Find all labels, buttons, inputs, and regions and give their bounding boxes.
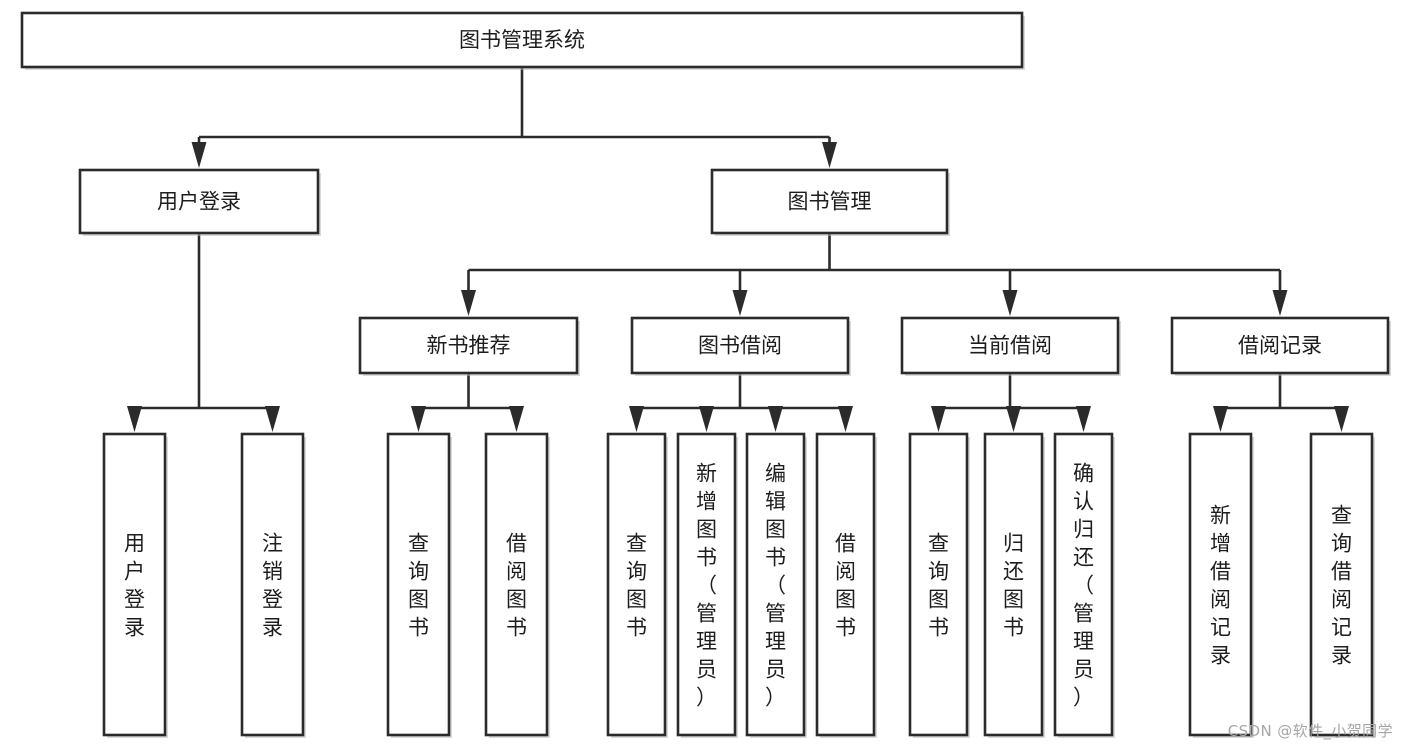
arrow-head-icon — [1272, 290, 1288, 316]
node-leaf-current-query-book[interactable]: 查询图书 — [908, 432, 970, 738]
node-label: 确认归还（管理员） — [1073, 462, 1094, 710]
node-current-borrow[interactable]: 当前借阅 — [900, 316, 1121, 376]
node-rect[interactable] — [358, 316, 579, 375]
node-book-manage[interactable]: 图书管理 — [710, 168, 950, 236]
connector-group-user-login — [127, 233, 280, 432]
arrow-head-icon — [411, 406, 426, 432]
node-label: 归还图书 — [1003, 532, 1024, 640]
arrow-head-icon — [838, 406, 853, 432]
node-label: 查询图书 — [928, 532, 949, 640]
node-rect[interactable] — [710, 168, 949, 235]
node-leaf-user-login[interactable]: 用户登录 — [102, 432, 168, 738]
node-rect[interactable] — [1309, 432, 1374, 737]
node-root[interactable]: 图书管理系统 — [20, 11, 1025, 70]
node-label: 图书借阅 — [698, 334, 782, 358]
arrow-head-icon — [1076, 406, 1091, 432]
node-label: 用户登录 — [157, 190, 241, 214]
node-rect[interactable] — [1170, 316, 1390, 375]
node-rect[interactable] — [1188, 432, 1253, 737]
connector-group-book-borrow — [629, 373, 853, 432]
node-label: 注销登录 — [262, 532, 283, 640]
node-leaf-current-return-book[interactable]: 归还图书 — [983, 432, 1045, 738]
node-user-login[interactable]: 用户登录 — [78, 168, 321, 236]
arrow-head-icon — [1334, 406, 1349, 432]
node-rect[interactable] — [484, 432, 549, 737]
node-label: 查询图书 — [408, 532, 429, 640]
node-label: 查询借阅记录 — [1331, 504, 1352, 668]
node-label: 新增借阅记录 — [1210, 504, 1231, 668]
arrow-head-icon — [699, 406, 714, 432]
node-label: 借阅记录 — [1238, 334, 1322, 358]
node-rect[interactable] — [630, 316, 850, 375]
connector-group-current-borrow — [931, 373, 1091, 432]
connector-group-root — [191, 67, 837, 168]
node-leaf-rec-borrow-book[interactable]: 借阅图书 — [484, 432, 550, 738]
node-label: 当前借阅 — [968, 334, 1052, 358]
arrow-head-icon — [732, 290, 748, 316]
node-leaf-user-logout[interactable]: 注销登录 — [240, 432, 306, 738]
node-rect[interactable] — [745, 432, 806, 737]
node-label: 查询图书 — [626, 532, 647, 640]
node-leaf-rec-query-book[interactable]: 查询图书 — [386, 432, 452, 738]
connector-layer — [127, 67, 1349, 432]
node-leaf-record-add[interactable]: 新增借阅记录 — [1188, 432, 1254, 738]
arrow-head-icon — [509, 406, 524, 432]
csdn-watermark: CSDN @软件_小贺同学 — [1227, 722, 1393, 740]
node-book-borrow[interactable]: 图书借阅 — [630, 316, 851, 376]
arrow-head-icon — [931, 406, 946, 432]
node-rect[interactable] — [606, 432, 667, 737]
node-rect[interactable] — [1053, 432, 1114, 737]
node-rect[interactable] — [240, 432, 305, 737]
node-label: 新增图书（管理员） — [696, 462, 717, 710]
arrow-head-icon — [822, 142, 837, 168]
arrow-head-icon — [461, 290, 476, 316]
node-leaf-current-confirm-return[interactable]: 确认归还（管理员） — [1053, 432, 1115, 738]
node-leaf-borrow-query-book[interactable]: 查询图书 — [606, 432, 668, 738]
node-leaf-borrow-add-book[interactable]: 新增图书（管理员） — [676, 432, 738, 738]
connector-group-borrow-record — [1213, 373, 1349, 432]
connector-group-book-manage — [461, 233, 1288, 316]
node-label: 图书管理系统 — [459, 28, 585, 52]
arrow-head-icon — [1213, 406, 1228, 432]
node-rect[interactable] — [102, 432, 167, 737]
arrow-head-icon — [1006, 406, 1021, 432]
node-label: 新书推荐 — [427, 334, 511, 358]
node-label: 借阅图书 — [835, 532, 856, 640]
node-rect[interactable] — [676, 432, 737, 737]
arrow-head-icon — [768, 406, 783, 432]
arrow-head-icon — [1002, 290, 1018, 316]
node-leaf-record-query[interactable]: 查询借阅记录 — [1309, 432, 1375, 738]
node-leaf-borrow-edit-book[interactable]: 编辑图书（管理员） — [745, 432, 807, 738]
node-label: 借阅图书 — [506, 532, 527, 640]
node-label: 用户登录 — [124, 532, 145, 640]
arrow-head-icon — [629, 406, 644, 432]
node-borrow-record[interactable]: 借阅记录 — [1170, 316, 1391, 376]
arrow-head-icon — [191, 142, 207, 168]
node-leaf-borrow-borrow-book[interactable]: 借阅图书 — [815, 432, 877, 738]
arrow-head-icon — [265, 406, 280, 432]
node-label: 图书管理 — [788, 190, 872, 214]
node-rect[interactable] — [386, 432, 451, 737]
node-rect[interactable] — [900, 316, 1120, 375]
node-rect[interactable] — [908, 432, 969, 737]
node-rect[interactable] — [815, 432, 876, 737]
node-rect[interactable] — [983, 432, 1044, 737]
node-new-book-rec[interactable]: 新书推荐 — [358, 316, 580, 376]
node-rect[interactable] — [20, 11, 1024, 69]
node-layer: 图书管理系统用户登录图书管理新书推荐图书借阅当前借阅借阅记录用户登录注销登录查询… — [20, 11, 1391, 738]
connector-group-new-book-rec — [411, 373, 524, 432]
arrow-head-icon — [127, 406, 142, 432]
node-rect[interactable] — [78, 168, 320, 235]
node-label: 编辑图书（管理员） — [765, 462, 786, 710]
